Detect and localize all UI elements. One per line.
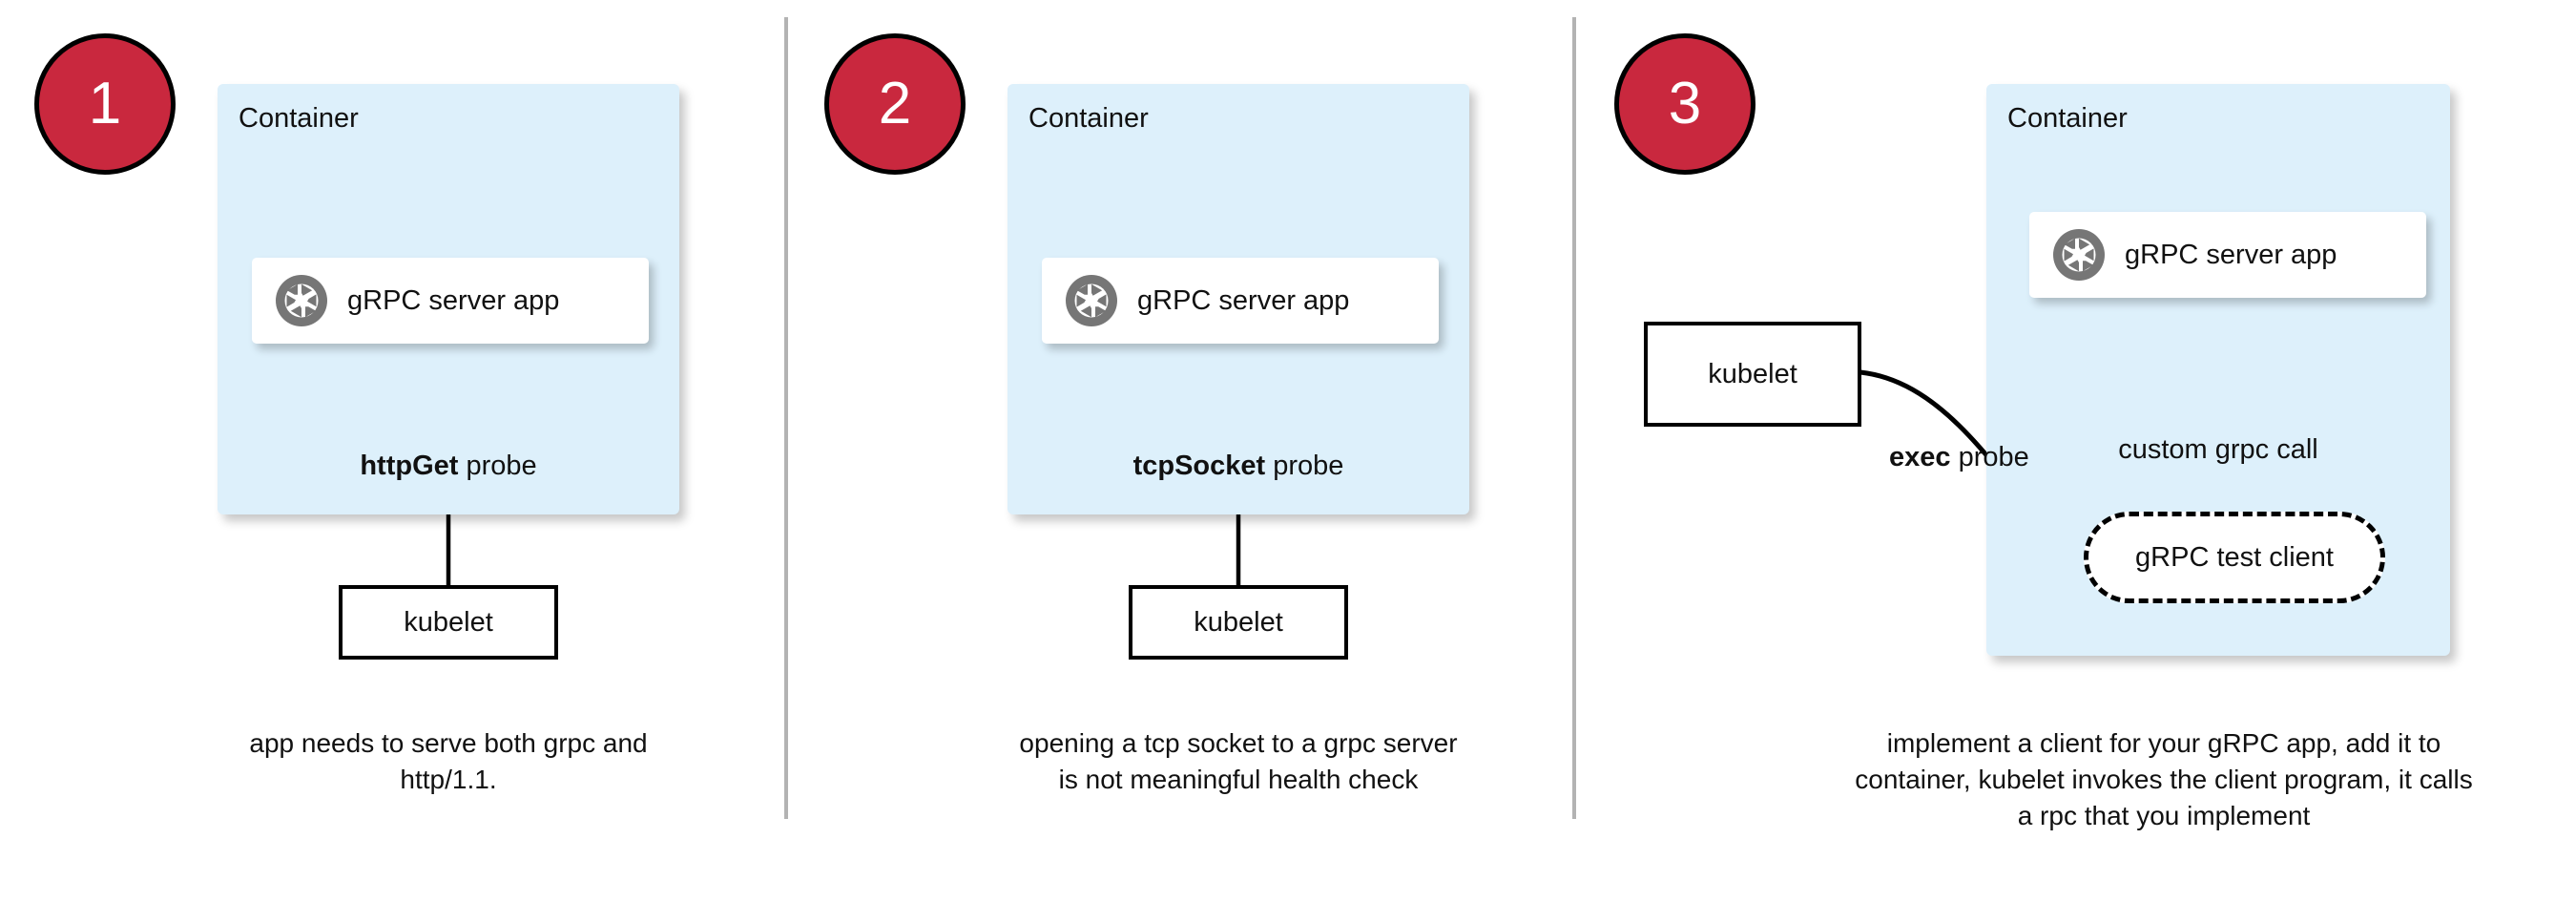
kubelet-box-1[interactable]: kubelet: [339, 585, 558, 660]
step-badge-1: 1: [34, 33, 176, 175]
exec-probe-label: exec probe: [1889, 442, 2029, 473]
httpget-probe-label-bold: httpGet: [360, 451, 459, 481]
panel-divider-1: [784, 17, 788, 819]
container-label-1: Container: [239, 103, 359, 134]
tcpsocket-probe-label-bold: tcpSocket: [1132, 451, 1266, 481]
grpc-aperture-icon: [1065, 274, 1118, 327]
container-label-3: Container: [2007, 103, 2128, 134]
grpc-server-app-card-3[interactable]: gRPC server app: [2029, 212, 2426, 298]
panel-divider-2: [1572, 17, 1576, 819]
custom-grpc-call-label: custom grpc call: [2118, 434, 2318, 465]
step-badge-2: 2: [824, 33, 966, 175]
exec-probe-label-rest: probe: [1950, 442, 2029, 472]
step-badge-3: 3: [1614, 33, 1755, 175]
tcpsocket-probe-label: tcpSocket probe: [1008, 451, 1469, 482]
grpc-server-app-label-2: gRPC server app: [1137, 284, 1350, 316]
grpc-server-app-label-3: gRPC server app: [2125, 239, 2337, 270]
tcpsocket-probe-label-rest: probe: [1265, 451, 1344, 481]
caption-2: opening a tcp socket to a grpc server is…: [1019, 728, 1458, 794]
grpc-test-client-box[interactable]: gRPC test client: [2084, 512, 2385, 603]
caption-1: app needs to serve both grpc and http/1.…: [249, 728, 648, 794]
httpget-probe-label-rest: probe: [458, 451, 537, 481]
grpc-aperture-icon: [2052, 228, 2106, 282]
caption-3: implement a client for your gRPC app, ad…: [1855, 728, 2473, 830]
grpc-server-app-card-2[interactable]: gRPC server app: [1042, 258, 1439, 344]
grpc-server-app-card-1[interactable]: gRPC server app: [252, 258, 649, 344]
kubelet-box-3[interactable]: kubelet: [1644, 322, 1861, 427]
exec-probe-label-bold: exec: [1889, 442, 1951, 472]
grpc-server-app-label-1: gRPC server app: [347, 284, 560, 316]
container-label-2: Container: [1028, 103, 1149, 134]
httpget-probe-label: httpGet probe: [218, 451, 679, 482]
grpc-aperture-icon: [275, 274, 328, 327]
kubelet-box-2[interactable]: kubelet: [1129, 585, 1348, 660]
